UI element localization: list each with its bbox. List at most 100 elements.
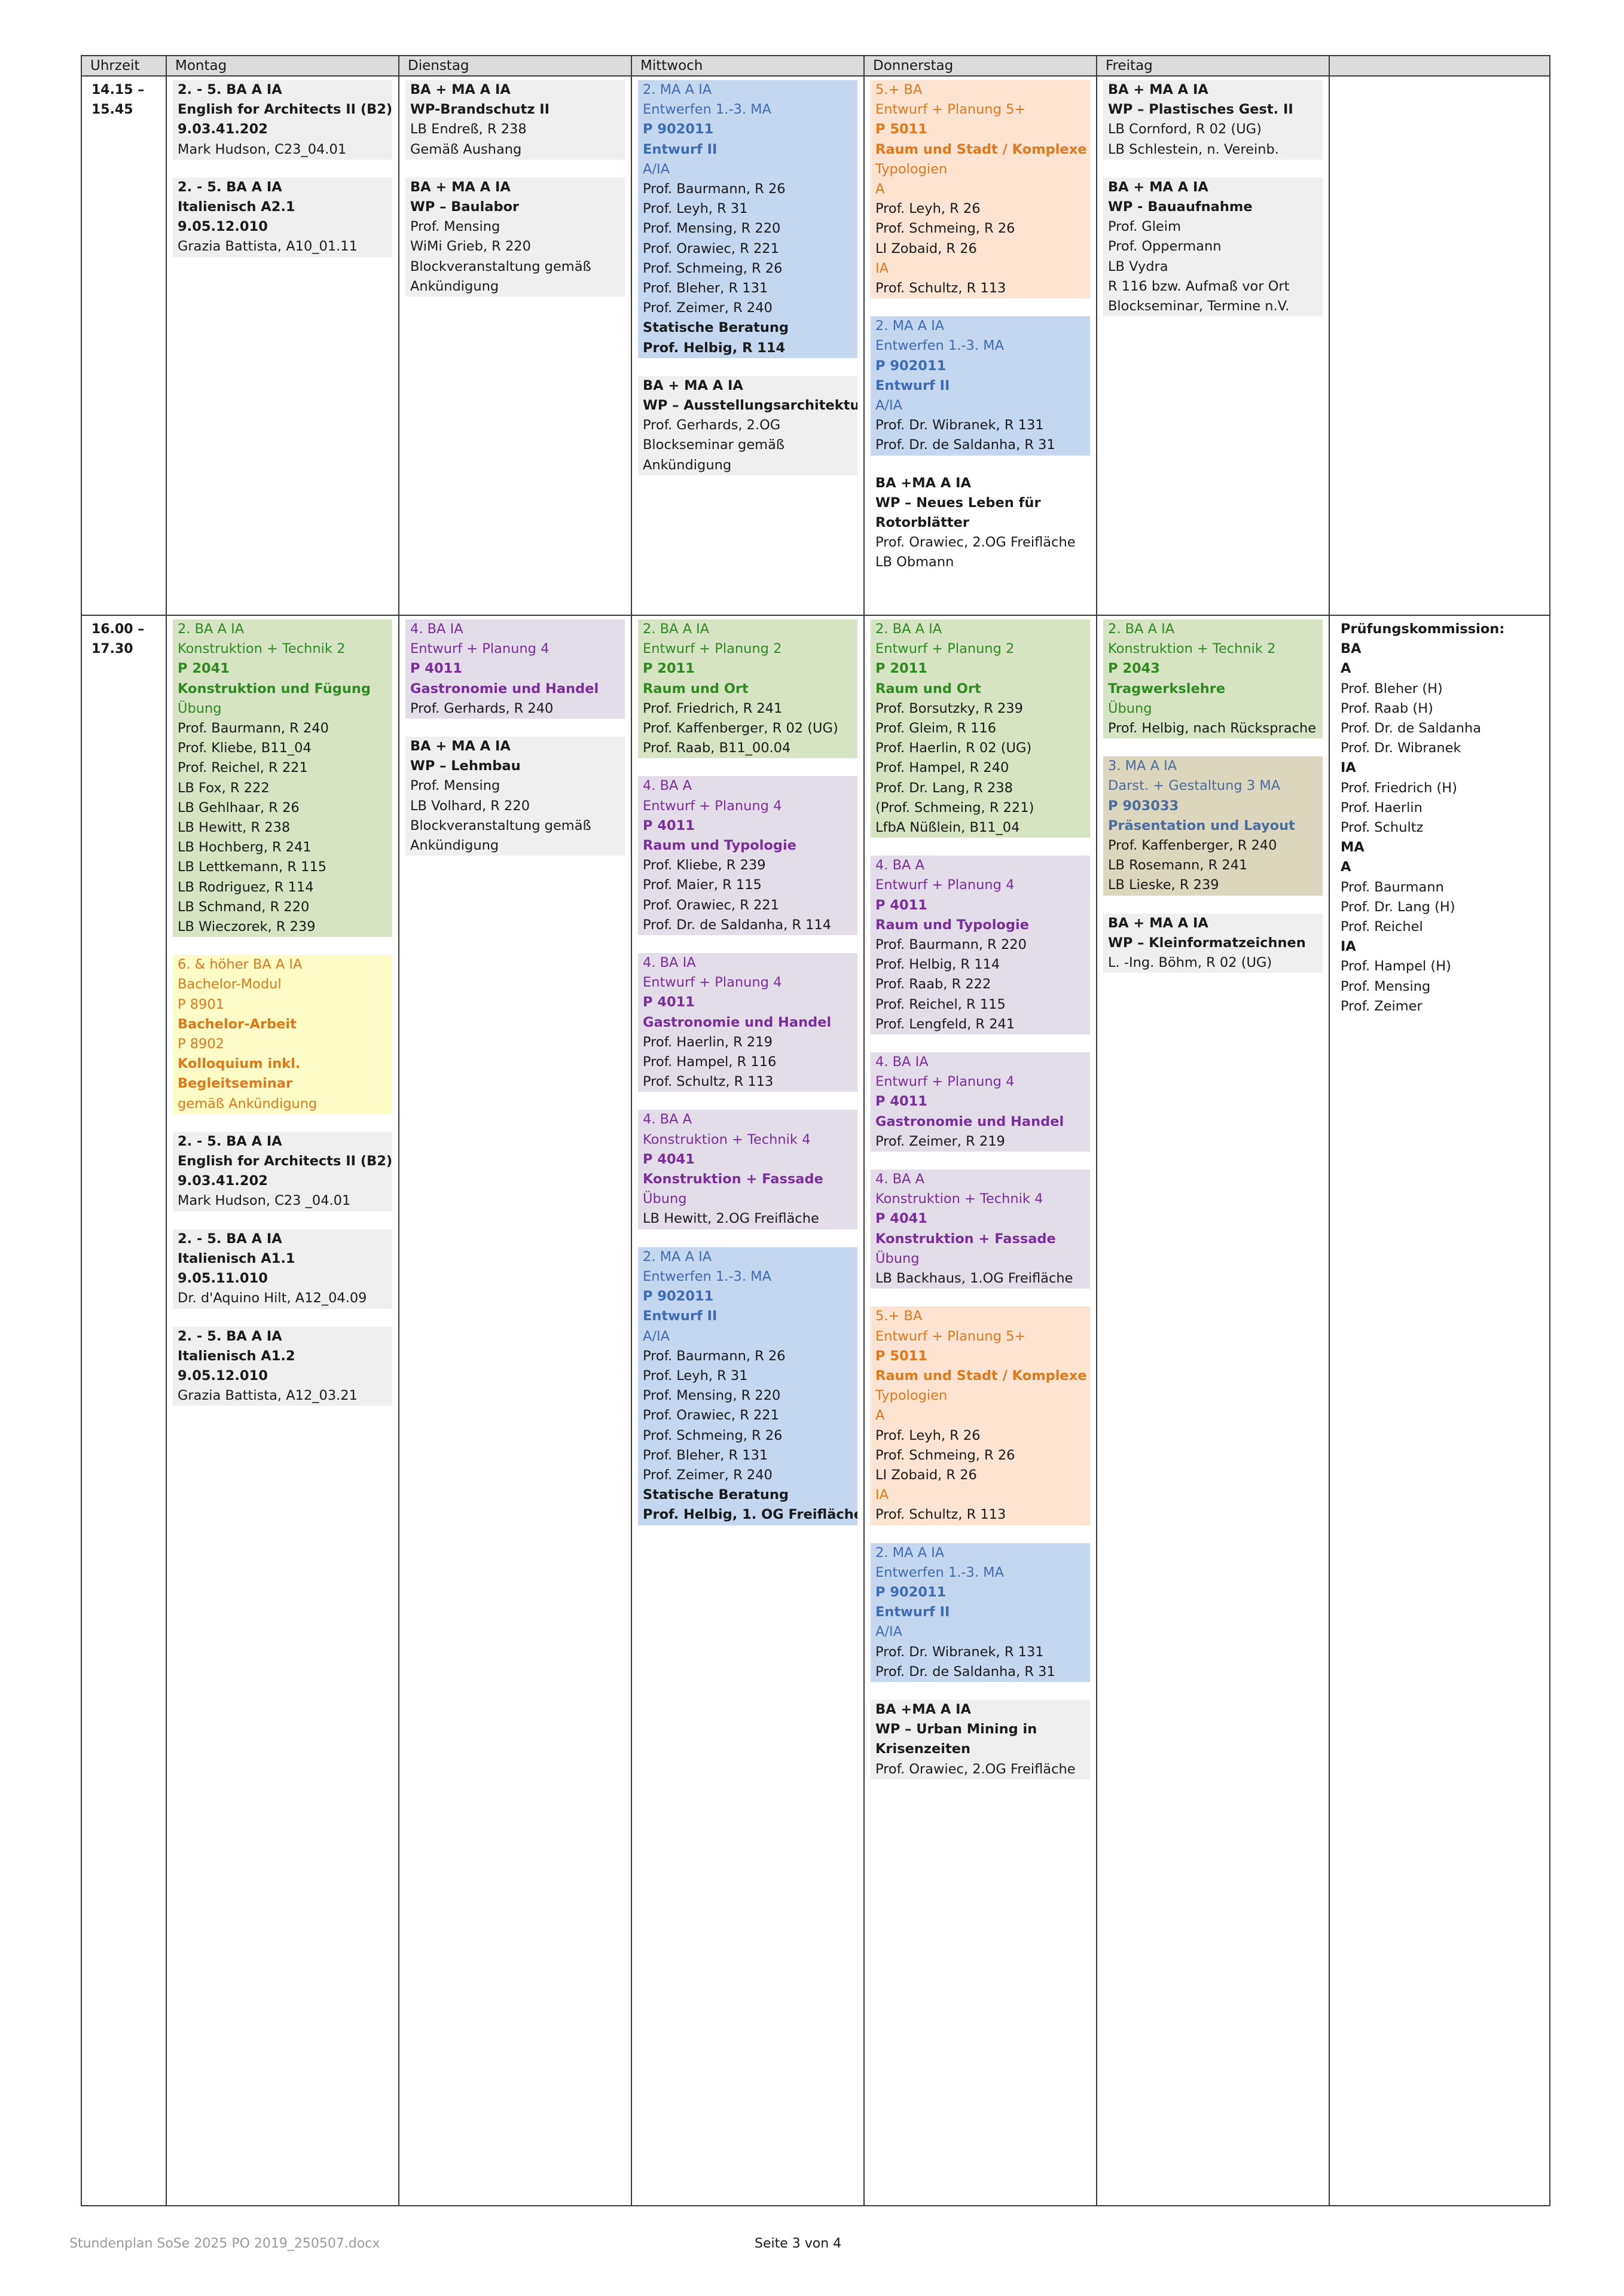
course-line: P 4011 [638,993,857,1013]
course-line: BA +MA A IA [875,475,971,491]
course-line: Mark Hudson, C23 _04.01 [173,1191,392,1211]
course-line: L. -Ing. Böhm, R 02 (UG) [1103,953,1323,973]
course-line: LfbA Nüßlein, B11_04 [871,818,1090,838]
course-line: Prof. Kliebe, R 239 [638,856,857,876]
course-line: IA [1341,939,1356,955]
course-line: 2. - 5. BA A IA [173,1326,392,1347]
course-line: A/IA [638,1326,857,1347]
course-line: WP – Lehmbau [405,756,625,777]
course-line: 3. MA A IA [1103,756,1323,777]
course-line: Prof. Reichel, R 221 [173,758,392,778]
course-line: Prof. Haerlin [1341,799,1422,816]
course-line: LB Volhard, R 220 [405,796,625,816]
course-line: WP – Kleinformatzeichnen [1103,933,1323,954]
course-line: Prof. Helbig, nach Rücksprache [1103,719,1323,739]
course-line: Prof. Bleher, R 131 [638,279,857,299]
course-line: Prof. Leyh, R 26 [871,1425,1090,1446]
course-line: IA [871,258,1090,279]
course-line: Ankündigung [405,836,625,856]
course-line: WP – Plastisches Gest. II [1103,100,1323,120]
course-line: Konstruktion + Fassade [871,1229,1090,1249]
course-line: Prof. Baurmann, R 220 [871,935,1090,955]
course-line: Darst. + Gestaltung 3 MA [1103,776,1323,796]
course-line: BA +MA A IA [871,1699,1090,1720]
course-line: Mark Hudson, C23_04.01 [173,139,392,160]
course-line: A/IA [638,159,857,180]
course-line: P 902011 [871,1582,1090,1603]
course-line: Prof. Gerhards, R 240 [405,698,625,719]
course-line: 2. - 5. BA A IA [173,177,392,198]
time-end: 17.30 [91,642,133,657]
course-line: Typologien [871,1386,1090,1406]
header-friday: Freitag [1096,55,1330,77]
time-start: 14.15 – [91,83,145,97]
course-line: Prof. Gerhards, 2.OG [638,416,857,436]
course-line: LB Lieske, R 239 [1103,875,1323,896]
course-line: Entwurf + Planung 2 [871,639,1090,660]
course-line: P 8901 [173,994,392,1015]
timetable: Uhrzeit Montag Dienstag Mittwoch Donners… [81,55,1550,2206]
course-line: P 4011 [405,659,625,679]
course-line: Entwerfen 1.-3. MA [638,1266,857,1287]
course-line: P 902011 [638,1287,857,1307]
course-line: BA + MA A IA [405,80,625,100]
course-line: Übung [871,1248,1090,1269]
course-line: P 902011 [871,356,1090,376]
course-line: Entwurf II [638,1306,857,1327]
header-wednesday: Mittwoch [631,55,865,77]
course-line: Entwurf + Planung 4 [871,875,1090,896]
course-line: Prof. Mensing [405,776,625,796]
course-line: 5.+ BA [871,1306,1090,1327]
course-line: P 2011 [638,659,857,679]
header-row: Uhrzeit Montag Dienstag Mittwoch Donners… [81,55,1550,77]
course-line: Übung [638,1189,857,1210]
course-line: Übung [1103,698,1323,719]
course-line: Prof. Leyh, R 26 [871,199,1090,219]
course-line: 4. BA A [871,856,1090,876]
course-line: Prof. Mensing, R 220 [638,1386,857,1406]
course-line: Prof. Haerlin, R 219 [638,1032,857,1053]
course-line: Statische Beratung [638,1485,857,1506]
course-line: A [871,1406,1090,1426]
course-line: Prof. Reichel, R 115 [871,994,1090,1015]
course-line: Prof. Leyh, R 31 [638,1366,857,1387]
course-line: Gastronomie und Handel [871,1112,1090,1132]
course-line: Prof. Mensing [1341,978,1431,994]
course-line: Entwurf + Planung 5+ [871,1326,1090,1347]
course-line: Prof. Hampel, R 240 [871,758,1090,778]
course-line: Konstruktion + Technik 2 [1103,639,1323,660]
course-line: Prof. Schmeing, R 26 [638,1425,857,1446]
footer-page-number: Seite 3 von 4 [755,2236,842,2251]
course-line: WP – Baulabor [405,197,625,218]
course-line: P 4011 [871,1092,1090,1112]
course-line: P 8902 [173,1034,392,1055]
course-line: LB Hochberg, R 241 [173,838,392,858]
course-line: 9.05.12.010 [173,1366,392,1387]
course-line: Prof. Dr. de Saldanha [1341,720,1482,737]
course-line: Prof. Mensing, R 220 [638,219,857,239]
course-line: BA + MA A IA [638,375,857,396]
course-line: Rotorblätter [875,515,969,531]
course-line: Prof. Raab, R 222 [871,975,1090,995]
course-line: 6. & höher BA A IA [173,955,392,975]
course-line: Prof. Orawiec, R 221 [638,1406,857,1426]
course-line: Raum und Typologie [638,836,857,856]
course-line: Prof. Zeimer [1341,998,1422,1014]
